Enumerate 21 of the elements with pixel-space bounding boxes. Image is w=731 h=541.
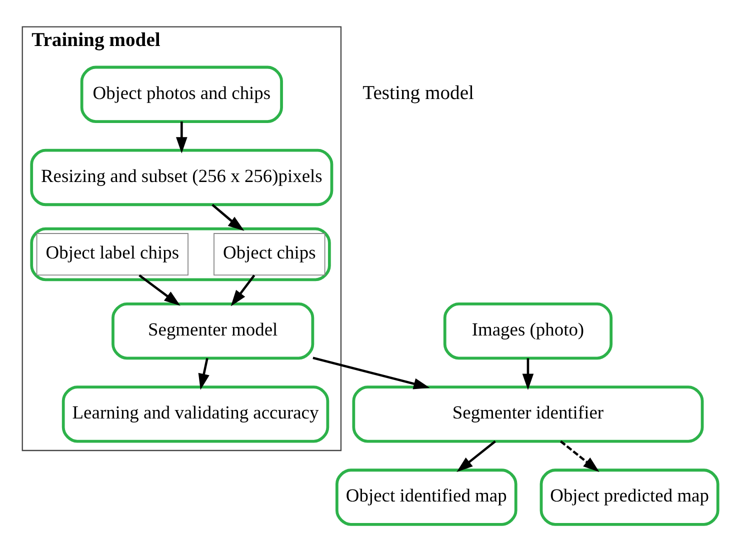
arrow — [198, 357, 210, 390]
node-box: Object chips — [214, 232, 326, 275]
node-box: Object photos and chips — [80, 65, 283, 122]
arrow — [456, 440, 496, 472]
arrow — [230, 274, 256, 306]
node-box: Learning and validating accuracy — [62, 385, 330, 442]
arrow — [212, 203, 244, 230]
arrow — [138, 274, 180, 306]
arrow — [176, 121, 188, 153]
node-box: Object predicted map — [540, 468, 720, 526]
label: Testing model — [362, 82, 474, 104]
arrow — [522, 358, 534, 390]
node-box: Segmenter model — [112, 302, 314, 360]
arrow — [560, 440, 600, 472]
arrow — [312, 356, 430, 389]
node-box: Resizing and subset (256 x 256)pixels — [30, 148, 334, 206]
node-box: Object identified map — [335, 468, 518, 526]
cluster — [30, 226, 331, 281]
node-box: Images (photo) — [443, 302, 613, 360]
node-box: Segmenter identifier — [352, 385, 704, 442]
node-box: Object label chips — [36, 232, 188, 275]
